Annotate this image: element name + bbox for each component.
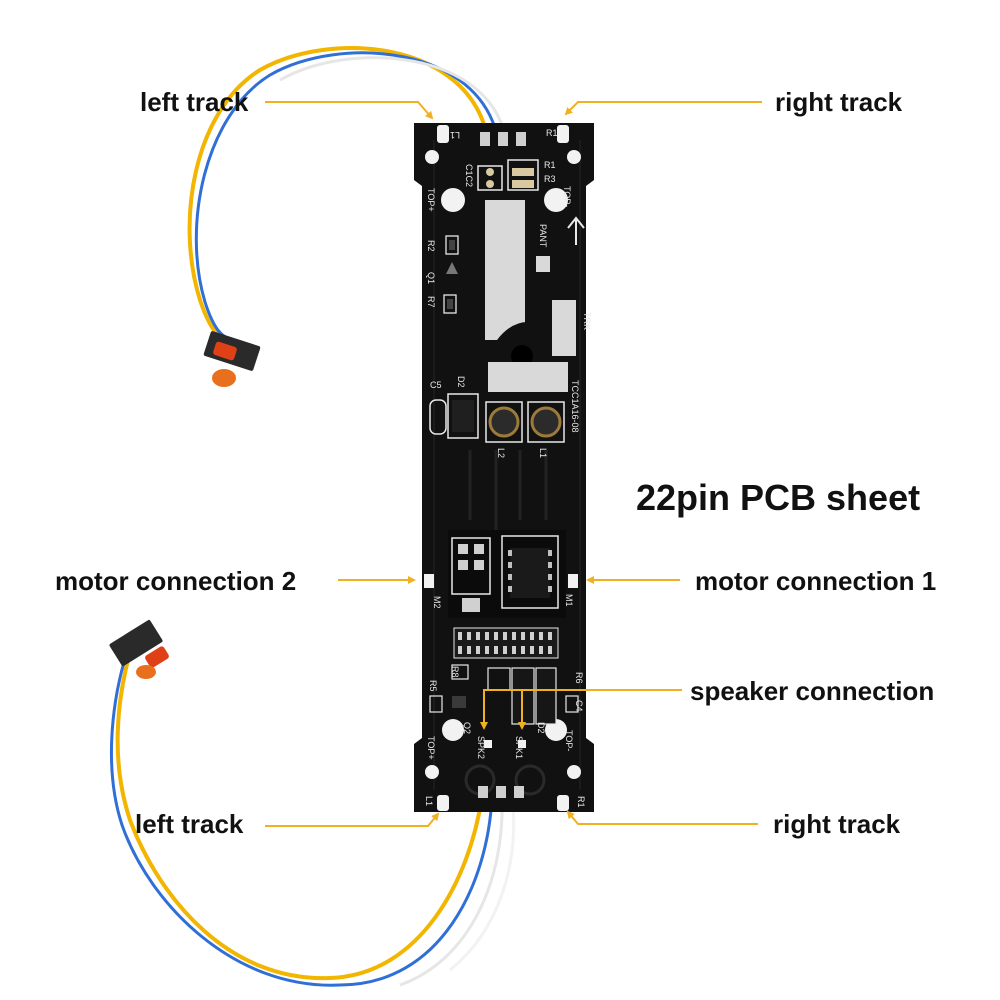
silk-d2: D2: [456, 376, 466, 388]
silk-r2: R2: [426, 240, 436, 252]
page-title: 22pin PCB sheet: [636, 477, 921, 518]
chip-area: [448, 530, 566, 659]
silk-q1: Q1: [426, 272, 436, 284]
label-left-track-top: left track: [140, 87, 249, 117]
small-components-left: [443, 235, 459, 314]
silk-top-minus-lower: TOP-: [564, 730, 574, 751]
pcb-board: L1 R1 R1 R3 C1C2 TOP+ TOP- PANT R2 Q1 R7…: [414, 123, 594, 812]
label-motor-connection-2: motor connection 2: [55, 566, 297, 596]
silk-l1-bottom: L1: [424, 796, 434, 806]
label-right-track-top: right track: [775, 87, 903, 117]
silk-r1-bottom: R1: [576, 796, 586, 808]
silk-q2: Q2: [462, 722, 472, 734]
arrow-speaker-a: [480, 689, 682, 730]
silk-l2: L2: [496, 448, 506, 458]
silk-m2: M2: [432, 596, 442, 609]
mounting-holes: [425, 150, 581, 779]
arrow-right-track-top: [564, 101, 762, 116]
silk-l1: L1: [538, 448, 548, 458]
silk-c4: C4: [574, 700, 584, 712]
silk-part-no: TCC1A16-08: [570, 380, 580, 433]
arrow-left-track-top: [265, 101, 434, 120]
silk-spk2: SPK2: [476, 736, 486, 759]
silk-top-minus-upper: TOP-: [562, 186, 572, 207]
arrow-right-track-bottom: [566, 810, 758, 825]
pin-header-22: [453, 627, 559, 659]
label-motor-connection-1: motor connection 1: [695, 566, 937, 596]
label-speaker-connection: speaker connection: [690, 676, 935, 706]
bottom-led-sensor: [109, 620, 169, 679]
speaker-components: [429, 664, 579, 798]
silk-c1c2: C1C2: [464, 164, 474, 187]
top-wire-harness: [187, 46, 508, 347]
bottom-wire-harness: [110, 659, 516, 987]
silk-top-plus-upper: TOP+: [426, 188, 436, 212]
silk-r3: R3: [544, 174, 556, 184]
callout-arrows: [265, 101, 762, 827]
silk-d2-lower: D2: [536, 722, 546, 734]
silk-r1: R1: [544, 160, 556, 170]
arrow-left-track-bottom: [265, 812, 440, 827]
silk-m1: M1: [564, 594, 574, 607]
silk-r1-top: R1: [546, 128, 558, 138]
label-right-track-bottom: right track: [773, 809, 901, 839]
silkscreen-labels: L1 R1 R1 R3 C1C2 TOP+ TOP- PANT R2 Q1 R7…: [424, 128, 592, 808]
silk-trk: TRK: [582, 312, 592, 330]
top-connector: [477, 132, 539, 191]
silk-pant: PANT: [538, 224, 548, 248]
silk-r7: R7: [426, 296, 436, 308]
silk-top-plus-lower: TOP+: [426, 736, 436, 760]
silk-l1-top: L1: [450, 130, 460, 140]
power-components: [429, 393, 565, 443]
top-led-sensor: [203, 331, 261, 387]
antenna-pad: [485, 200, 585, 392]
silk-r8: R8: [450, 666, 460, 678]
silk-c5: C5: [430, 380, 442, 390]
label-left-track-bottom: left track: [135, 809, 244, 839]
silk-r5: R5: [428, 680, 438, 692]
silk-spk1: SPK1: [514, 736, 524, 759]
silk-r6: R6: [574, 672, 584, 684]
